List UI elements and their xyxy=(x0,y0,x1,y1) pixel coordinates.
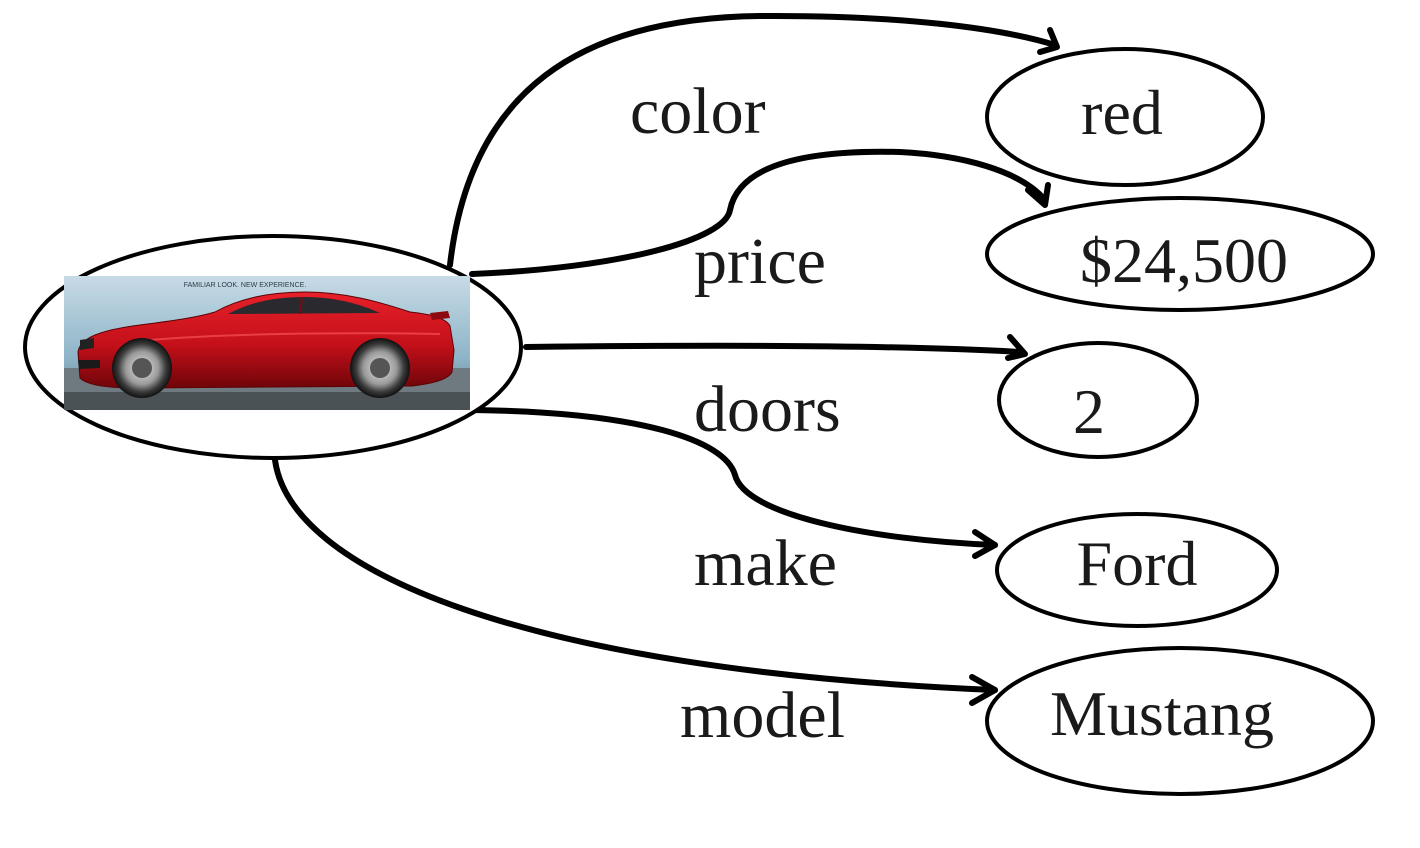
edge-label-price: price xyxy=(694,225,826,298)
arrowhead-make xyxy=(972,529,998,559)
arrowhead-price xyxy=(1025,182,1051,208)
value-text-red: red xyxy=(1081,77,1163,148)
value-node-model: Mustang xyxy=(985,646,1375,796)
edge-price xyxy=(469,148,1048,277)
edge-label-color: color xyxy=(630,75,766,148)
edge-label-make: make xyxy=(694,527,837,600)
value-text-price: $24,500 xyxy=(1080,225,1288,296)
arrowhead-color xyxy=(1037,27,1060,55)
car-photo: FAMILIAR LOOK. NEW EXPERIENCE. xyxy=(64,276,470,410)
value-text-model: Mustang xyxy=(1050,678,1274,749)
value-text-make: Ford xyxy=(1077,528,1198,599)
edge-color xyxy=(447,12,1058,268)
value-text-doors: 2 xyxy=(1073,376,1105,447)
value-node-price: $24,500 xyxy=(985,196,1375,312)
value-node-red: red xyxy=(985,47,1265,187)
car-photo-caption: FAMILIAR LOOK. NEW EXPERIENCE. xyxy=(184,282,307,289)
value-node-doors: 2 xyxy=(997,341,1199,459)
arrowhead-model xyxy=(969,674,998,706)
edge-label-doors: doors xyxy=(694,373,841,446)
car-node: FAMILIAR LOOK. NEW EXPERIENCE. xyxy=(23,234,523,460)
car-window xyxy=(228,297,380,314)
value-node-make: Ford xyxy=(995,512,1279,628)
edge-model xyxy=(272,457,998,693)
arrowhead-doors xyxy=(1005,334,1028,361)
edge-label-model: model xyxy=(680,679,845,752)
edge-doors xyxy=(523,342,1023,355)
edge-make xyxy=(469,407,998,548)
